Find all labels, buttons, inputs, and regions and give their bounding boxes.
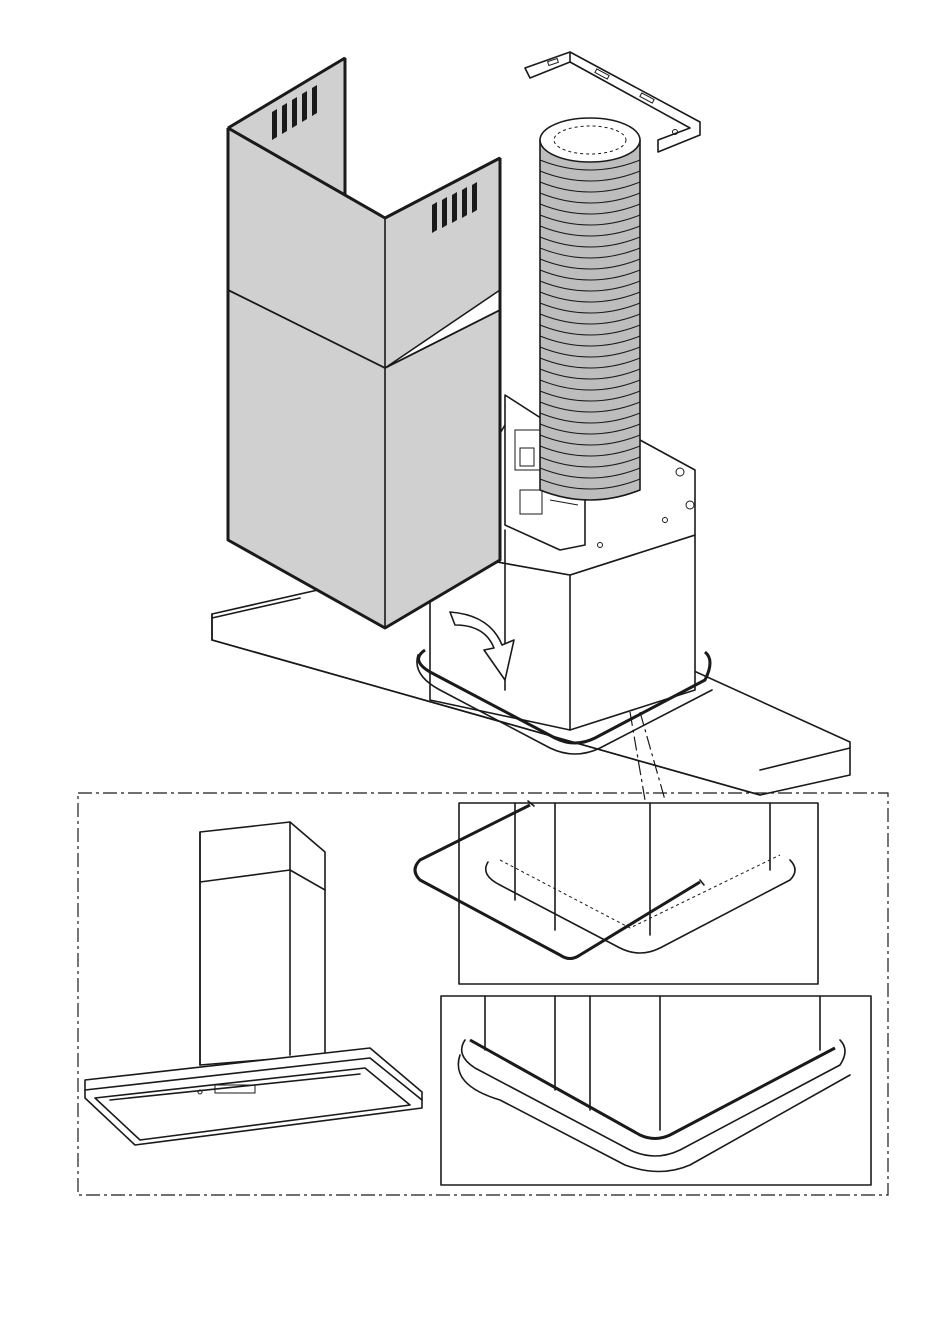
trim-fitted-detail xyxy=(441,996,871,1185)
flexible-duct xyxy=(540,118,640,500)
trim-insertion-detail xyxy=(415,801,818,984)
assembled-hood-view xyxy=(85,822,422,1145)
